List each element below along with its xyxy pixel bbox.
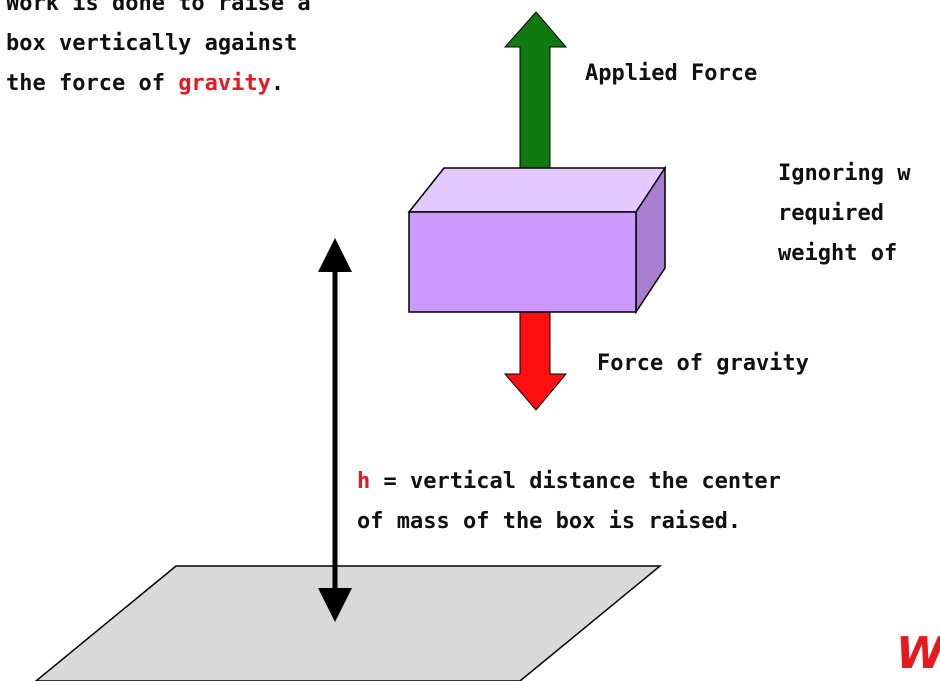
intro-line-3: the force of gravity. <box>6 71 285 96</box>
floor-plane <box>34 565 663 681</box>
applied-force-label: Applied Force <box>585 61 758 86</box>
intro-line-2: box vertically against <box>6 31 298 56</box>
intro-text: Work is done to raise a box vertically a… <box>6 0 311 104</box>
height-variable: h <box>357 469 371 494</box>
box-front-face <box>408 211 637 313</box>
applied-force-arrow <box>503 11 568 189</box>
height-line-1: h = vertical distance the center <box>357 469 781 494</box>
box <box>407 165 667 315</box>
formula-fragment: W <box>896 628 940 679</box>
box-top-face <box>407 167 667 213</box>
gravity-label: Force of gravity <box>597 351 809 376</box>
gravity-arrow <box>503 311 568 411</box>
gravity-highlight: gravity <box>178 71 271 96</box>
ignoring-line-1: Ignoring w <box>778 161 911 186</box>
height-note: h = vertical distance the center of mass… <box>357 462 781 542</box>
height-line-2: of mass of the box is raised. <box>357 509 742 534</box>
ignoring-line-2: required <box>778 201 884 226</box>
intro-line-1: Work is done to raise a <box>6 0 311 16</box>
ignoring-note: Ignoring w required weight of <box>778 154 910 274</box>
height-arrow <box>318 238 352 622</box>
ignoring-line-3: weight of <box>778 241 898 266</box>
